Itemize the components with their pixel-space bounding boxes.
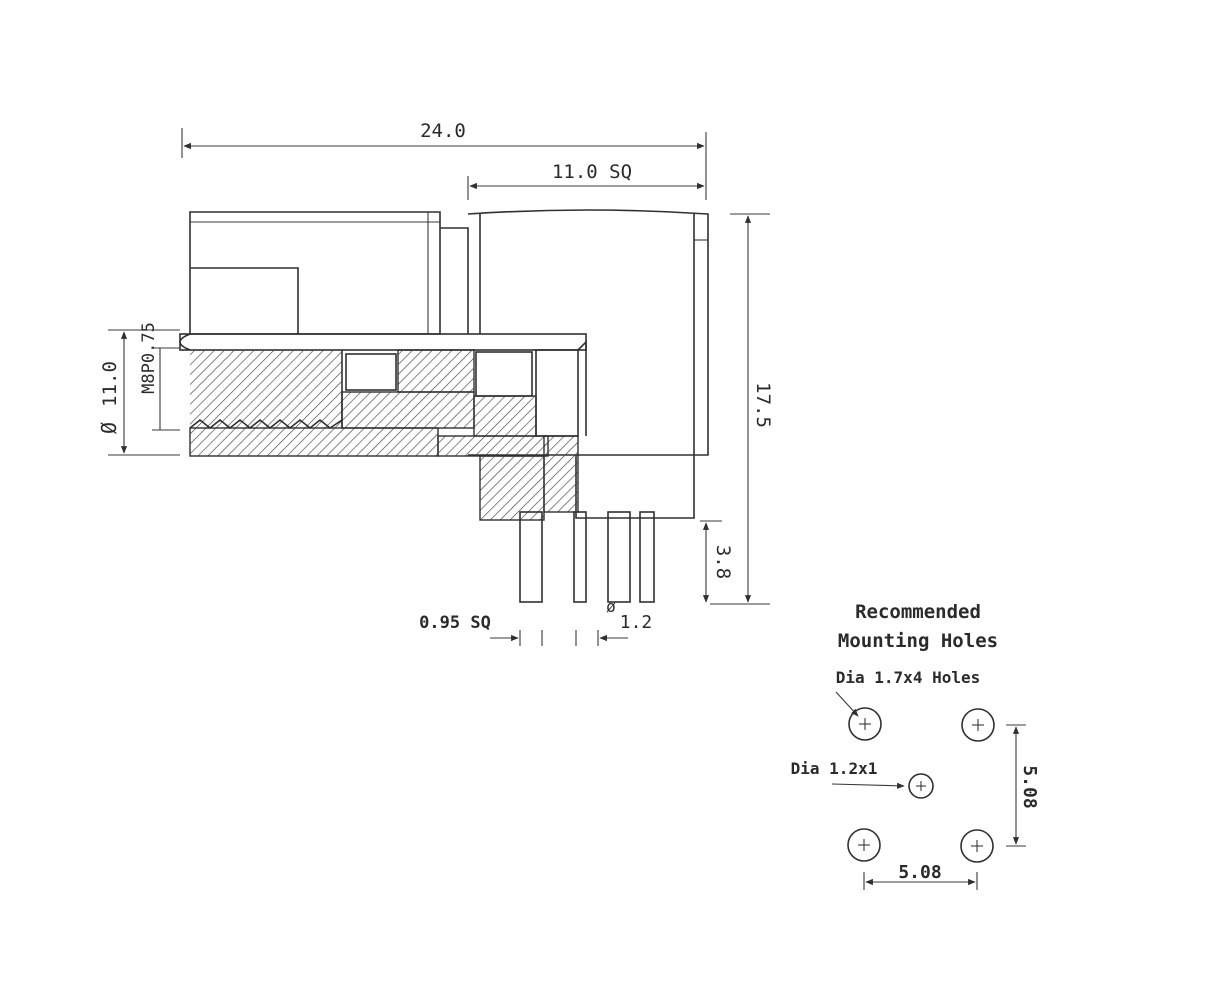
diameter-symbol: Ø — [97, 422, 121, 434]
square-body-label: 11.0 SQ — [552, 161, 632, 183]
pin-dia-symbol: ø — [606, 597, 616, 616]
center-hole-label: Dia 1.2x1 — [791, 759, 878, 778]
dim-thread: M8P0.75 — [139, 322, 180, 431]
diameter-label: 11.0 — [99, 361, 121, 407]
hole-top-left — [848, 707, 882, 741]
pin-dia-label: 1.2 — [620, 612, 653, 633]
dim-hole-spacing-horizontal: 5.08 — [863, 862, 978, 890]
mounting-title-line2: Mounting Holes — [838, 630, 998, 652]
dim-hole-spacing-vertical: 5.08 — [1006, 724, 1040, 847]
hole-top-right — [961, 708, 995, 742]
pin-length-label: 3.8 — [712, 545, 734, 579]
thread-label: M8P0.75 — [139, 322, 159, 394]
dim-diameter: Ø 11.0 — [97, 329, 180, 456]
mounting-holes-section: Recommended Mounting Holes Dia 1.7x4 Hol… — [791, 601, 1040, 890]
hole-bottom-left — [847, 828, 881, 862]
dim-overall-length: 24.0 — [181, 120, 707, 200]
spacing-horizontal-label: 5.08 — [898, 862, 941, 883]
height-label: 17.5 — [752, 382, 774, 428]
holes-label: Dia 1.7x4 Holes — [836, 668, 981, 687]
dim-pin-dia: ø 1.2 — [575, 597, 653, 646]
spacing-vertical-label: 5.08 — [1019, 765, 1040, 808]
dim-pin-square: 0.95 SQ — [419, 613, 543, 646]
overall-length-label: 24.0 — [420, 120, 466, 142]
dim-height: 17.5 — [710, 213, 774, 605]
connector-body — [179, 209, 709, 603]
hole-center — [908, 773, 934, 799]
mounting-title-line1: Recommended — [855, 601, 981, 623]
pin-square-label: 0.95 SQ — [419, 613, 491, 633]
dim-pin-length: 3.8 — [700, 520, 734, 603]
dim-square-body: 11.0 SQ — [467, 161, 705, 200]
hole-bottom-right — [960, 829, 994, 863]
